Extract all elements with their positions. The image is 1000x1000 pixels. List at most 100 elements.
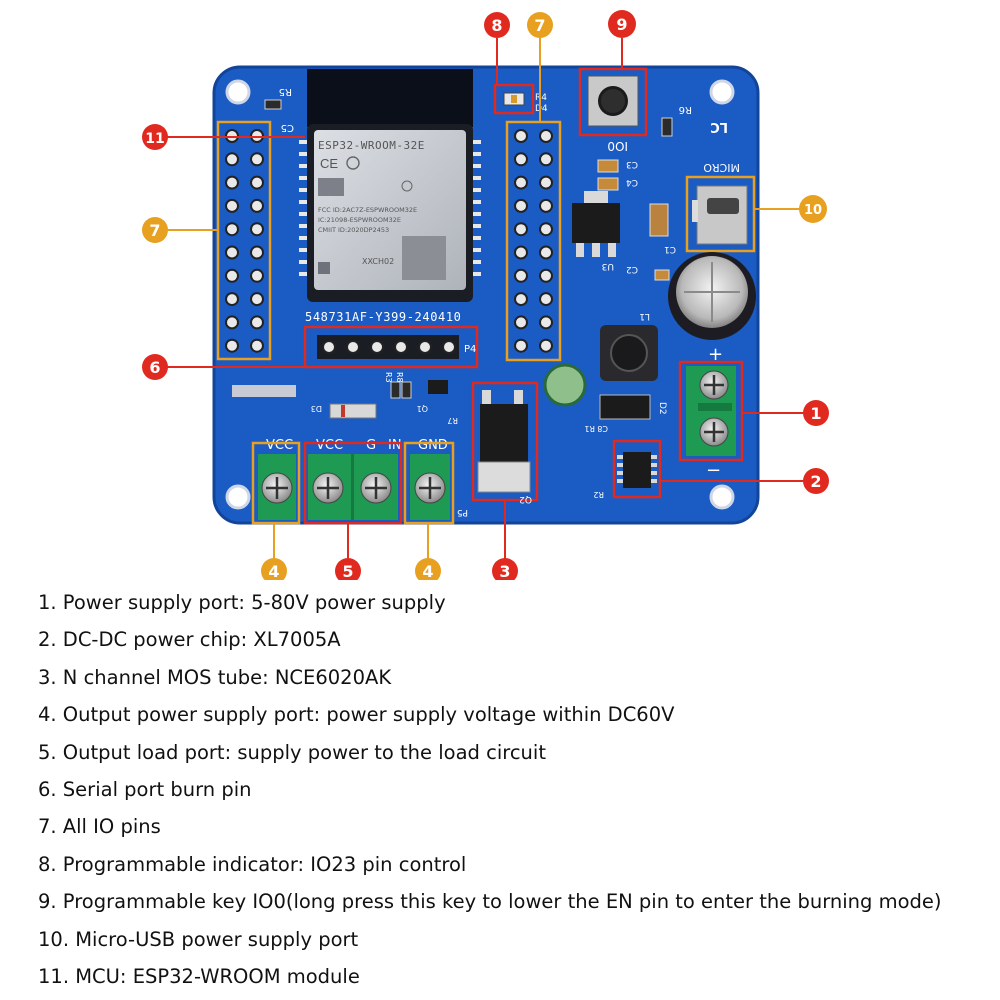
callout-3: 3 xyxy=(492,558,518,580)
resistor-r5 xyxy=(264,99,282,110)
header-pin xyxy=(539,222,553,237)
callout-10: 10 xyxy=(799,195,827,223)
mos-tube-nce6020ak xyxy=(471,381,539,502)
svg-text:11: 11 xyxy=(145,131,164,147)
callout-11: 11 xyxy=(142,124,168,150)
label-r1: R1 xyxy=(584,424,595,433)
header-pin xyxy=(225,338,239,353)
label-c8: C8 xyxy=(597,424,608,433)
inductor-l1 xyxy=(600,325,658,381)
module-pads xyxy=(299,140,481,276)
header-pin xyxy=(514,129,528,143)
callout-7-top: 7 xyxy=(527,12,553,38)
label-c1: C1 xyxy=(664,244,676,254)
module-name: ESP32-WROOM-32E xyxy=(318,139,425,152)
legend-item-11: 11. MCU: ESP32-WROOM module xyxy=(38,964,360,988)
callout-2: 2 xyxy=(803,468,829,494)
capacitor-c3 xyxy=(597,159,619,173)
legend-item-5: 5. Output load port: supply power to the… xyxy=(38,740,546,764)
svg-text:10: 10 xyxy=(804,203,822,218)
module-line-1: FCC ID:2AC7Z-ESPWROOM32E xyxy=(318,206,417,214)
module-qr-code xyxy=(402,236,446,280)
header-pin xyxy=(539,338,553,353)
label-q2: Q2 xyxy=(519,494,532,504)
label-r5: R5 xyxy=(279,86,292,97)
legend-item-3: 3. N channel MOS tube: NCE6020AK xyxy=(38,665,392,689)
header-pin xyxy=(539,129,553,143)
label-d4: D4 xyxy=(535,104,548,114)
header-pin xyxy=(225,315,239,330)
label-vcc-1: VCC xyxy=(266,438,293,453)
diode-d2 xyxy=(599,394,651,420)
svg-text:7: 7 xyxy=(149,221,160,240)
output-load-terminal xyxy=(303,441,403,525)
svg-text:8: 8 xyxy=(491,16,502,35)
header-pin xyxy=(514,222,528,237)
label-p4: P4 xyxy=(464,344,476,355)
svg-text:3: 3 xyxy=(499,562,510,580)
callout-6: 6 xyxy=(142,354,168,380)
silk-bar xyxy=(232,385,296,397)
regulator-u3 xyxy=(572,191,620,257)
header-pin xyxy=(225,198,239,213)
legend-item-10: 10. Micro-USB power supply port xyxy=(38,927,359,951)
header-pin xyxy=(514,245,528,260)
header-pin xyxy=(225,222,239,237)
header-pin xyxy=(539,175,553,190)
header-pin xyxy=(250,338,264,353)
micro-usb-port xyxy=(685,175,756,253)
header-pin xyxy=(250,268,264,283)
label-c3: C3 xyxy=(626,159,638,169)
header-pin xyxy=(514,198,528,213)
header-pin xyxy=(514,152,528,167)
svg-text:5: 5 xyxy=(342,562,353,580)
right-io-header xyxy=(505,120,562,362)
header-pin xyxy=(250,175,264,190)
header-pin xyxy=(250,315,264,330)
legend-item-8: 8. Programmable indicator: IO23 pin cont… xyxy=(38,852,467,876)
callout-4-right: 4 xyxy=(415,558,441,580)
resistor-r8 xyxy=(401,381,412,399)
svg-text:9: 9 xyxy=(616,15,627,34)
header-pin xyxy=(539,245,553,260)
label-micro: MICRO xyxy=(703,161,740,174)
svg-text:4: 4 xyxy=(268,562,279,580)
callout-8: 8 xyxy=(484,12,510,38)
module-line-3: CMIIT ID:2020DP2453 xyxy=(318,226,389,234)
label-r4: R4 xyxy=(535,93,547,103)
header-pin xyxy=(250,222,264,237)
header-pin xyxy=(225,245,239,260)
callout-1: 1 xyxy=(803,400,829,426)
left-io-header xyxy=(216,120,272,361)
callout-5: 5 xyxy=(335,558,361,580)
label-plus: + xyxy=(708,344,723,365)
header-pin xyxy=(539,292,553,307)
callout-lines xyxy=(167,38,804,560)
board-diagram: ESP32-WROOM-32E CE FCC ID:2AC7Z-ESPWROOM… xyxy=(142,10,829,580)
legend-item-2: 2. DC-DC power chip: XL7005A xyxy=(38,628,341,652)
label-minus: − xyxy=(706,460,721,481)
dcdc-chip-xl7005a xyxy=(612,439,662,499)
label-r7: R7 xyxy=(447,416,458,425)
header-pin xyxy=(514,315,528,330)
callout-4-left: 4 xyxy=(261,558,287,580)
header-pin xyxy=(225,268,239,283)
header-pin xyxy=(225,152,239,167)
label-l1: L1 xyxy=(639,311,650,321)
resistor-r6 xyxy=(661,117,673,137)
header-pin xyxy=(514,338,528,353)
header-pin xyxy=(539,152,553,167)
header-pin xyxy=(539,315,553,330)
esp32-module: ESP32-WROOM-32E CE FCC ID:2AC7Z-ESPWROOM… xyxy=(307,124,473,302)
legend-item-4: 4. Output power supply port: power suppl… xyxy=(38,703,675,727)
callout-9: 9 xyxy=(608,10,636,38)
electrolytic-capacitor xyxy=(668,252,756,340)
label-in: IN xyxy=(388,438,402,453)
label-r3: R3 xyxy=(384,372,393,383)
svg-text:6: 6 xyxy=(149,358,160,377)
label-g: G xyxy=(366,438,376,453)
header-pin xyxy=(250,198,264,213)
header-pin xyxy=(514,175,528,190)
header-pin xyxy=(250,292,264,307)
callout-7-left: 7 xyxy=(142,217,168,243)
